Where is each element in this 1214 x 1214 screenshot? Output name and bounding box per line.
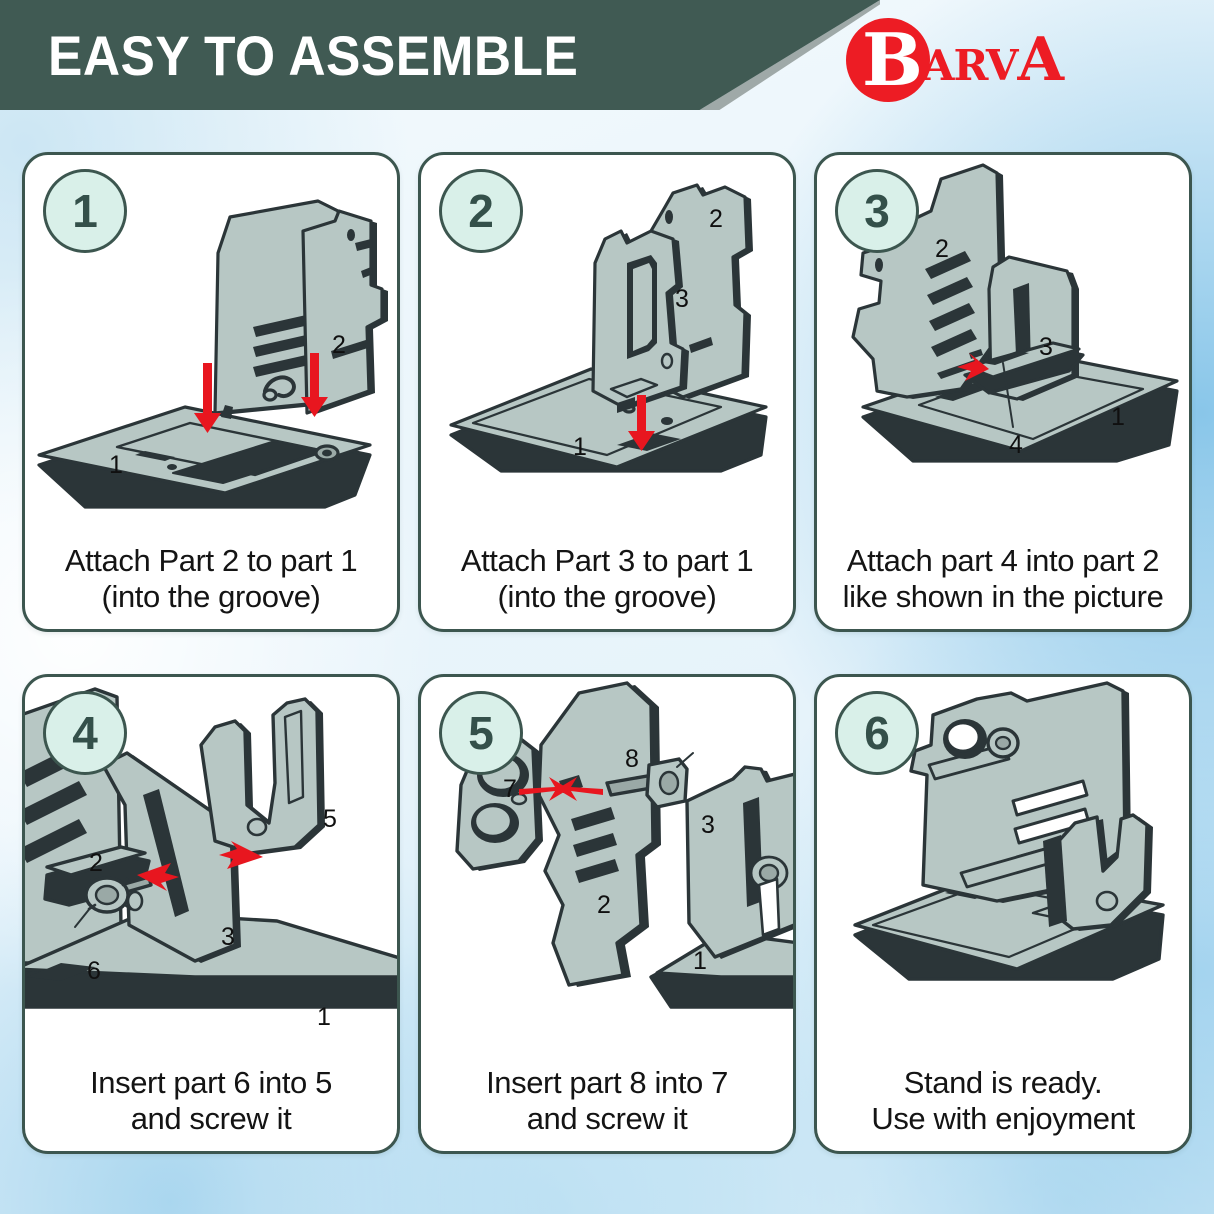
logo-letters-rest: arvA (921, 25, 1064, 95)
step-caption-6-line2: Use with enjoyment (871, 1101, 1135, 1137)
step-6-illustration (817, 677, 1189, 1067)
part-label-2: 2 (709, 205, 723, 233)
part-label-4: 4 (1009, 431, 1023, 459)
step-number-badge-4: 4 (43, 691, 127, 775)
part-label-2: 2 (935, 235, 949, 263)
step-card-6: 6 Stand is ready. Use with enjoyment (814, 674, 1192, 1154)
step-3-illustration: 2 3 4 1 (817, 155, 1189, 545)
part-label-1: 1 (317, 1003, 331, 1031)
step-caption-6: Stand is ready. Use with enjoyment (827, 1065, 1179, 1137)
part-label-3: 3 (675, 285, 689, 313)
step-caption-6-line1: Stand is ready. (903, 1065, 1103, 1101)
part-label-3: 3 (701, 811, 715, 839)
step-card-2: 1 2 3 2 Attach Part 3 to part 1 (into th… (418, 152, 796, 632)
header-banner: EASY TO ASSEMBLE (0, 0, 880, 110)
step-4-arrows (137, 841, 263, 891)
step-caption-2-line1: Attach Part 3 to part 1 (460, 543, 754, 579)
step-card-5: 7 8 2 3 1 5 Insert part 8 into 7 and scr… (418, 674, 796, 1154)
step-number-badge-6: 6 (835, 691, 919, 775)
step-4-illustration: 2 3 5 6 1 (25, 677, 397, 1067)
step-1-illustration: 1 2 (25, 155, 397, 545)
step-number-badge-3: 3 (835, 169, 919, 253)
step-card-4: 2 3 5 6 1 4 Insert part 6 into 5 and scr… (22, 674, 400, 1154)
step-number-badge-5: 5 (439, 691, 523, 775)
step-caption-4: Insert part 6 into 5 and screw it (35, 1065, 387, 1137)
part-label-1: 1 (573, 433, 587, 461)
step-card-3: 2 3 4 1 3 Attach part 4 into part 2 like… (814, 152, 1192, 632)
part-label-3: 3 (221, 923, 235, 951)
part-label-7: 7 (503, 775, 517, 803)
step-card-1: 1 2 1 Attach Part 2 to part 1 (into the … (22, 152, 400, 632)
step-caption-4-line1: Insert part 6 into 5 (90, 1065, 332, 1101)
step-1-arrows (194, 353, 328, 433)
step-number-badge-1: 1 (43, 169, 127, 253)
steps-grid: 1 2 1 Attach Part 2 to part 1 (into the … (22, 152, 1192, 1172)
step-caption-3-line2: like shown in the picture (842, 579, 1164, 615)
step-3-diagram: 2 3 4 1 (851, 163, 1179, 463)
part-label-6: 6 (87, 957, 101, 985)
part-label-5: 5 (323, 805, 337, 833)
step-3-arrow (957, 353, 989, 381)
step-1-diagram: 1 2 (37, 199, 388, 509)
step-5-arrows (519, 777, 603, 801)
logo-circle-mark (846, 18, 930, 102)
part-label-2: 2 (89, 849, 103, 877)
logo-letter-b: B (862, 17, 923, 102)
step-caption-5-line2: and screw it (526, 1101, 688, 1137)
step-number-badge-2: 2 (439, 169, 523, 253)
step-2-illustration: 1 2 3 (421, 155, 793, 545)
page-title: EASY TO ASSEMBLE (48, 23, 579, 87)
part-label-1: 1 (109, 451, 123, 479)
step-4-diagram: 2 3 5 6 1 (25, 687, 397, 1031)
step-caption-1: Attach Part 2 to part 1 (into the groove… (35, 543, 387, 615)
step-caption-2: Attach Part 3 to part 1 (into the groove… (431, 543, 783, 615)
step-caption-2-line2: (into the groove) (497, 579, 717, 615)
part-label-2: 2 (332, 331, 346, 359)
part-label-1: 1 (693, 947, 707, 975)
step-caption-3-line1: Attach part 4 into part 2 (846, 543, 1160, 579)
step-caption-1-line1: Attach Part 2 to part 1 (64, 543, 358, 579)
part-label-1: 1 (1111, 403, 1125, 431)
step-caption-4-line2: and screw it (130, 1101, 292, 1137)
step-caption-5: Insert part 8 into 7 and screw it (431, 1065, 783, 1137)
part-label-2: 2 (597, 891, 611, 919)
step-caption-5-line1: Insert part 8 into 7 (486, 1065, 728, 1101)
step-caption-1-line2: (into the groove) (101, 579, 321, 615)
step-6-diagram (853, 681, 1165, 981)
step-2-diagram: 1 2 3 (449, 183, 768, 473)
part-label-8: 8 (625, 745, 639, 773)
step-caption-3: Attach part 4 into part 2 like shown in … (827, 543, 1179, 615)
step-2-arrows (628, 395, 655, 451)
part-label-3: 3 (1039, 333, 1053, 361)
